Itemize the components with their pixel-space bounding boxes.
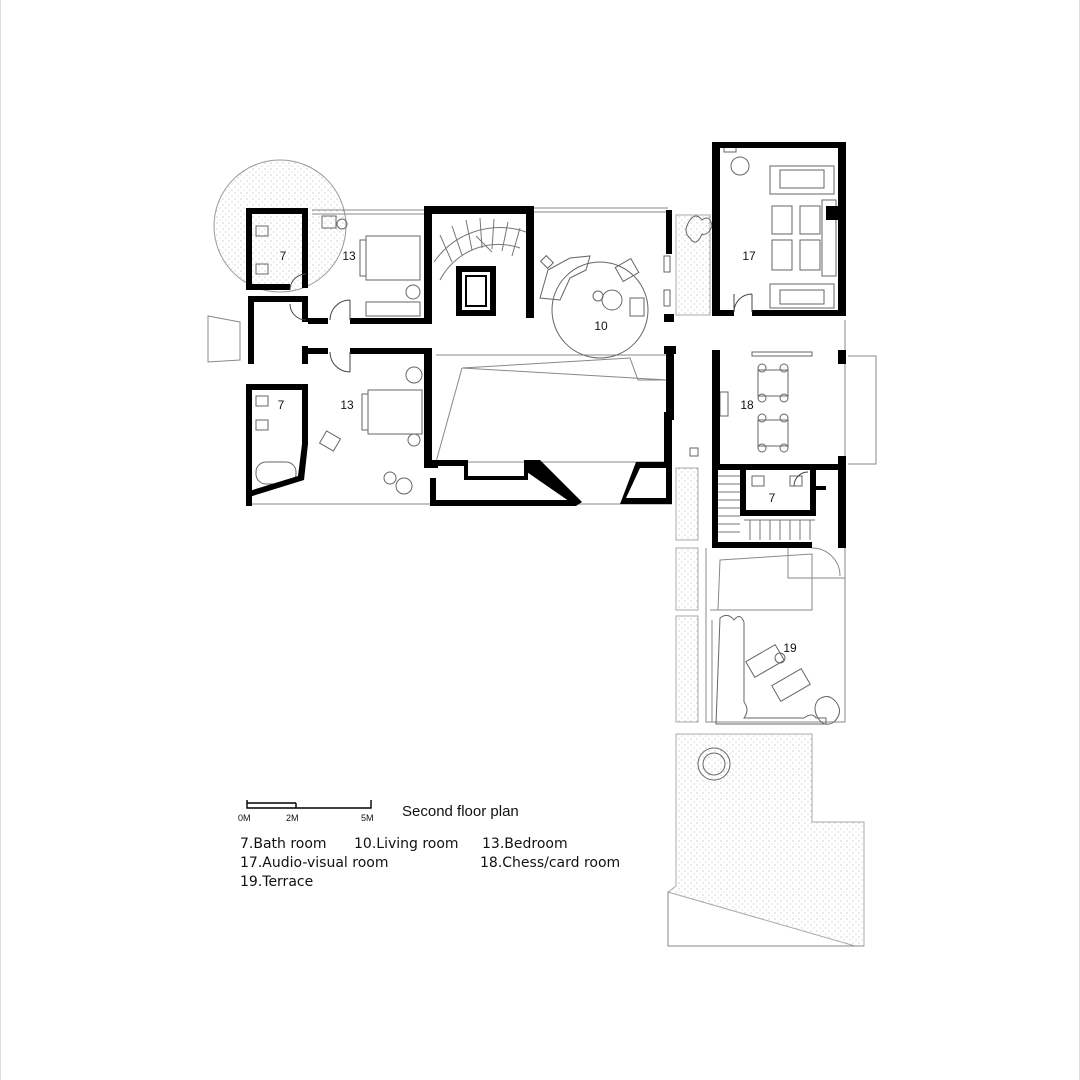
stairs xyxy=(433,217,815,540)
legend-entry-chess-card-room: 18.Chess/card room xyxy=(480,855,621,871)
scale-tick-5: 5M xyxy=(361,813,374,823)
scale-tick-2: 2M xyxy=(286,813,299,823)
legend-entry-bath-room: 7.Bath room xyxy=(240,836,327,852)
planting-areas xyxy=(666,214,865,947)
scale-bar xyxy=(246,800,372,809)
room-label-audio-visual: 17 xyxy=(742,249,756,263)
round-planter xyxy=(213,159,347,293)
legend-entry-living-room: 10.Living room xyxy=(354,836,459,852)
walls xyxy=(246,142,846,548)
room-label-bath-a: 7 xyxy=(280,249,287,263)
legend-entry-bedroom: 13.Bedroom xyxy=(482,836,568,852)
scale-tick-0: 0M xyxy=(238,813,251,823)
legend-entry-audio-visual-room: 17.Audio-visual room xyxy=(240,855,389,871)
room-label-bedroom-a: 13 xyxy=(342,249,356,263)
room-label-bath-c: 7 xyxy=(769,491,776,505)
legend-entry-terrace: 19.Terrace xyxy=(240,874,314,890)
room-label-terrace: 19 xyxy=(783,641,797,655)
terrace-planters xyxy=(685,215,840,725)
room-label-bath-b: 7 xyxy=(278,398,285,412)
room-label-bedroom-b: 13 xyxy=(340,398,354,412)
doors xyxy=(289,273,809,487)
room-label-living: 10 xyxy=(594,319,608,333)
thin-outlines xyxy=(207,207,877,947)
furniture xyxy=(255,143,837,781)
plan-title: Second floor plan xyxy=(402,803,519,820)
room-label-chess-card: 18 xyxy=(740,398,754,412)
